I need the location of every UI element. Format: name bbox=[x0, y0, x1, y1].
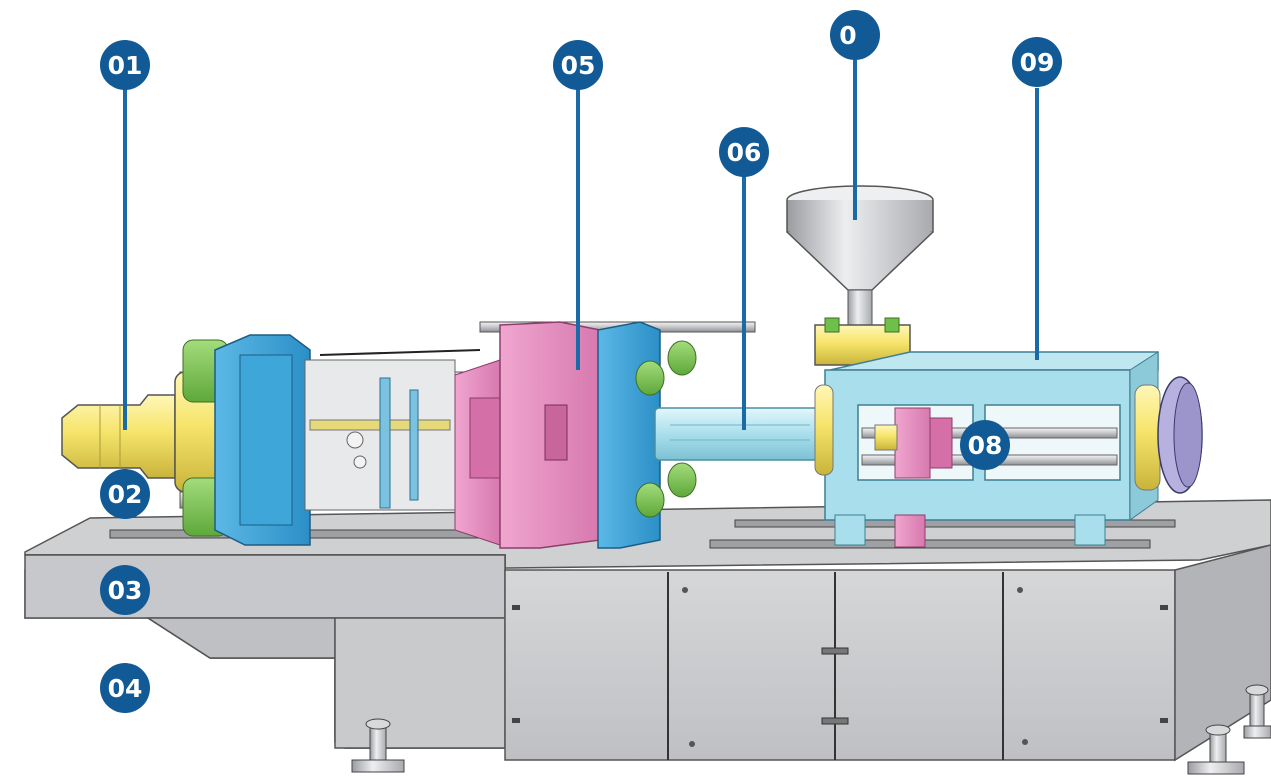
callout-02: 02 bbox=[100, 469, 150, 519]
screw-yellow-collar bbox=[874, 424, 898, 451]
carriage-pink bbox=[894, 514, 926, 548]
left-base-slab bbox=[24, 554, 506, 619]
callout-01-label: 01 bbox=[108, 51, 143, 80]
bed-rail-right bbox=[709, 539, 1151, 549]
screw-drive-block-2 bbox=[929, 417, 953, 469]
door-screw-2 bbox=[1017, 587, 1023, 593]
mold-plate-detail bbox=[544, 404, 568, 461]
nut-right-3 bbox=[667, 462, 697, 498]
door-screw-1 bbox=[682, 587, 688, 593]
callout-06-label: 06 bbox=[727, 138, 762, 167]
rear-end-cap bbox=[1134, 384, 1161, 491]
hopper bbox=[786, 185, 934, 326]
hinge-3 bbox=[1160, 605, 1168, 610]
screw-drive-block bbox=[894, 407, 931, 479]
barrel-threads bbox=[670, 424, 810, 441]
leveling-foot-2 bbox=[1187, 724, 1245, 775]
door-handle-upper bbox=[821, 647, 849, 655]
leveling-foot-1 bbox=[351, 718, 405, 773]
left-base-taper bbox=[145, 617, 336, 659]
hinge-4 bbox=[1160, 718, 1168, 723]
nut-right-2 bbox=[635, 360, 665, 396]
callout-04-label: 04 bbox=[108, 674, 143, 703]
housing-leg-right bbox=[1074, 514, 1106, 546]
rear-platen-face bbox=[239, 354, 293, 526]
bed-rail-right-upper bbox=[734, 519, 1176, 528]
callout-07: 0 bbox=[830, 10, 880, 60]
callout-05: 05 bbox=[553, 40, 603, 90]
callout-03-label: 03 bbox=[108, 576, 143, 605]
front-end-cap bbox=[814, 384, 834, 476]
nut-right-1 bbox=[667, 340, 697, 376]
leveling-foot-3 bbox=[1243, 684, 1271, 739]
cabinet-body bbox=[504, 569, 1176, 761]
toggle-mechanism bbox=[304, 349, 481, 511]
callout-02-label: 02 bbox=[108, 480, 143, 509]
housing-leg-left bbox=[834, 514, 866, 546]
nut-right-4 bbox=[635, 482, 665, 518]
drive-motor-face bbox=[1173, 382, 1203, 488]
door-handle-lower bbox=[821, 717, 849, 725]
callout-04: 04 bbox=[100, 663, 150, 713]
barrel bbox=[654, 407, 826, 461]
cabinet-side bbox=[1174, 544, 1271, 762]
callout-01: 01 bbox=[100, 40, 150, 90]
callout-09-label: 09 bbox=[1020, 48, 1055, 77]
hinge-1 bbox=[512, 605, 520, 610]
callout-07-label: 0 bbox=[839, 21, 856, 50]
feed-throat-bolt-2 bbox=[884, 317, 900, 333]
hinge-2 bbox=[512, 718, 520, 723]
injection-unit bbox=[654, 185, 1203, 548]
door-screw-3 bbox=[689, 741, 695, 747]
callout-08-label: 08 bbox=[968, 431, 1003, 460]
moving-platen-face bbox=[469, 397, 501, 479]
callout-03: 03 bbox=[100, 565, 150, 615]
callout-05-label: 05 bbox=[561, 51, 596, 80]
callout-06: 06 bbox=[719, 127, 769, 177]
feed-throat-bolt-1 bbox=[824, 317, 840, 333]
door-screw-4 bbox=[1022, 739, 1028, 745]
callout-09: 09 bbox=[1012, 37, 1062, 87]
callout-08: 08 bbox=[960, 420, 1010, 470]
callouts: 01 02 03 04 05 06 0 08 bbox=[100, 10, 1062, 713]
clamping-unit bbox=[61, 321, 756, 549]
left-base-leg bbox=[334, 617, 506, 749]
